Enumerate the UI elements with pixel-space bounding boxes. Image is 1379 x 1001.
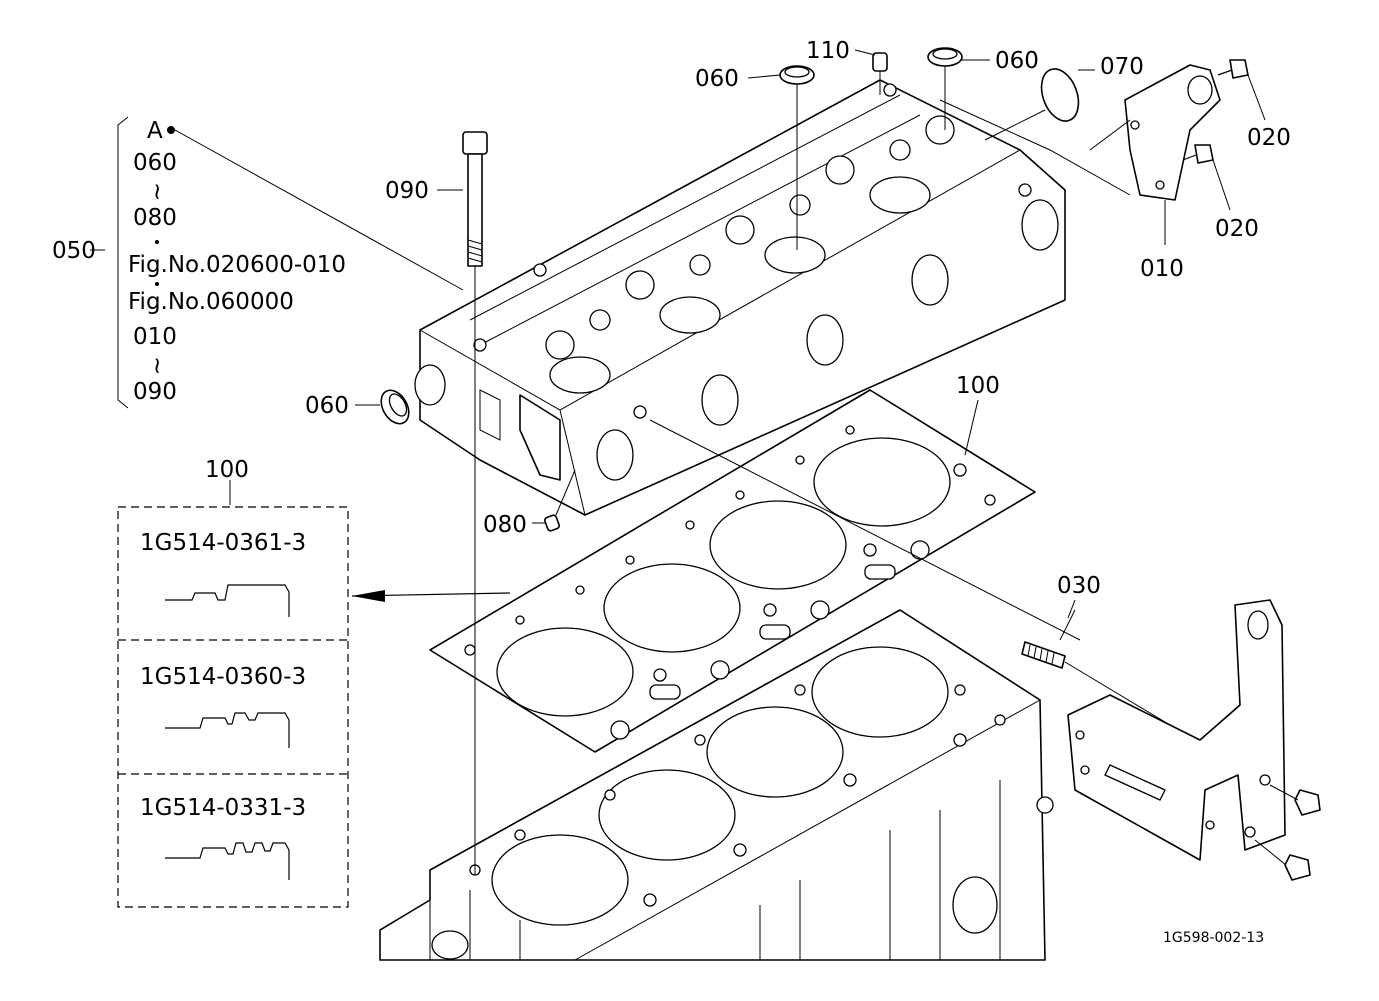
leader-lines — [167, 49, 1266, 641]
assembly-range2-end: 090 — [133, 379, 177, 405]
gasket-variant-part-no: 1G514-0360-3 — [140, 664, 306, 690]
gasket-profile-2 — [165, 712, 290, 748]
head-bolt-090 — [462, 131, 488, 875]
bolt-020-lower — [1182, 144, 1214, 164]
assembly-range-end: 080 — [133, 205, 177, 231]
plug-110 — [872, 52, 888, 95]
bolt-020-upper — [1217, 59, 1249, 79]
assembly-range-tilde-1: ~ — [144, 182, 170, 201]
assembly-ref-mark: A — [147, 118, 163, 144]
callout-060-top-left: 060 — [695, 66, 739, 92]
assembly-range2-start: 010 — [133, 324, 177, 350]
figure-id: 1G598-002-13 — [1163, 930, 1264, 946]
head-gasket — [429, 389, 1036, 753]
cap-070 — [984, 68, 1080, 141]
callout-020-lower: 020 — [1215, 216, 1259, 242]
gasket-variant-part-no: 1G514-0361-3 — [140, 530, 306, 556]
plug-080 — [544, 469, 576, 532]
callout-010: 010 — [1140, 256, 1184, 282]
seal-060-left — [380, 389, 410, 425]
callout-020-upper: 020 — [1247, 125, 1291, 151]
seal-060-top-left — [779, 65, 815, 250]
gasket-profile-3 — [165, 842, 290, 880]
gasket-variant-header: 100 — [205, 457, 249, 483]
assembly-range-tilde-2: ~ — [144, 356, 170, 375]
callout-labels: 110 060 060 070 020 020 010 090 060 080 … — [52, 38, 1291, 599]
callout-080: 080 — [483, 512, 527, 538]
callout-100-gasket: 100 — [956, 373, 1000, 399]
callout-030: 030 — [1057, 573, 1101, 599]
callout-060-top-right: 060 — [995, 48, 1039, 74]
assembly-fig-ref-1: Fig.No.020600-010 — [128, 252, 346, 278]
gasket-variant-table: 100 1G514-0361-3 1G514-0360-3 1G514-0331… — [117, 457, 349, 908]
seal-060-top-right — [927, 47, 963, 130]
cylinder-head — [414, 79, 1066, 516]
gasket-variant-part-no: 1G514-0331-3 — [140, 795, 306, 821]
engine-block — [379, 609, 1054, 961]
callout-110: 110 — [806, 38, 850, 64]
callout-060-left: 060 — [305, 393, 349, 419]
assembly-fig-ref-2: Fig.No.060000 — [128, 289, 294, 315]
assembly-group: A 060 ~ 080 Fig.No.020600-010 Fig.No.060… — [117, 116, 346, 409]
lifting-bracket — [1067, 599, 1321, 881]
gasket-profile-1 — [165, 584, 290, 617]
callout-050: 050 — [52, 238, 96, 264]
assembly-range-start: 060 — [133, 150, 177, 176]
bracket-010 — [939, 64, 1221, 201]
callout-070: 070 — [1100, 54, 1144, 80]
callout-090: 090 — [385, 178, 429, 204]
